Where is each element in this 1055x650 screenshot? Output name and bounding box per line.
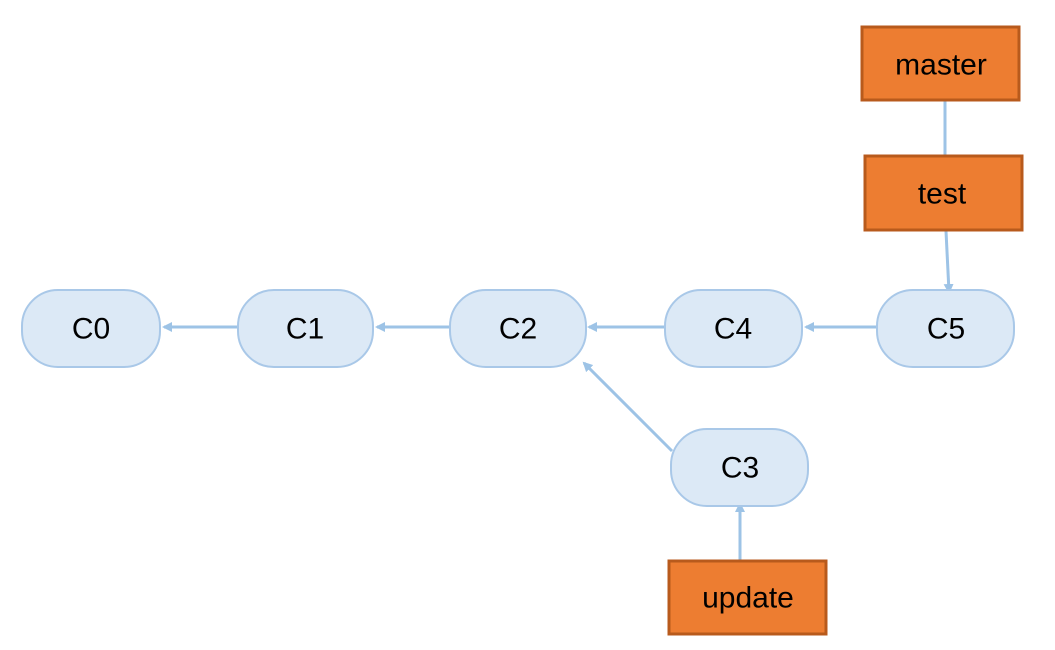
commit-label-c2: C2 [499,313,537,346]
commit-node-c0: C0 [21,289,161,368]
commit-node-c3: C3 [670,428,809,507]
branch-text-test: test [918,178,967,211]
commit-label-c4: C4 [714,313,752,346]
branch-label-master: master [860,25,1021,102]
branch-text-update: update [702,582,794,615]
commit-node-c5: C5 [876,289,1015,368]
branch-text-master: master [895,49,987,82]
commit-label-c5: C5 [927,313,965,346]
commit-label-c3: C3 [721,452,759,485]
commit-node-c1: C1 [237,289,374,368]
branch-label-test: test [863,154,1024,232]
edge-c3-to-c2 [582,361,674,453]
branch-label-update: update [667,559,828,636]
commit-node-c4: C4 [664,289,803,368]
commit-node-c2: C2 [449,289,587,368]
commit-label-c1: C1 [286,313,324,346]
commit-label-c0: C0 [72,313,110,346]
edge-test-to-c5 [943,230,954,294]
